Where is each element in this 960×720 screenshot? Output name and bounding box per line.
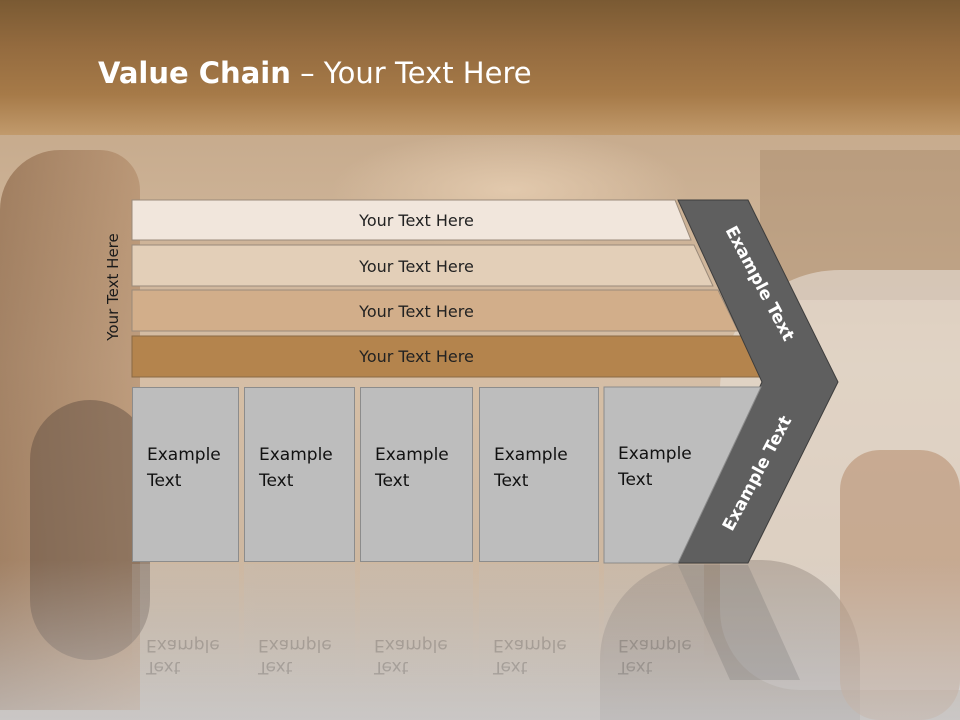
box-3-ref-line2: Text	[374, 657, 409, 677]
box-5-ref-line2: Text	[618, 657, 653, 677]
page-title: Value Chain – Your Text Here	[98, 56, 532, 90]
box-2-line2: Text	[259, 471, 294, 491]
box-2-ref-line1: Example	[258, 635, 332, 655]
box-1-line2: Text	[147, 471, 182, 491]
row-2: Your Text Here	[132, 246, 701, 286]
row-2-label: Your Text Here	[359, 256, 474, 276]
box-2-ref-line2: Text	[258, 657, 293, 677]
row-3: Your Text Here	[132, 291, 701, 331]
box-4-ref-line1: Example	[493, 635, 567, 655]
box-4-line2: Text	[494, 471, 529, 491]
last-box-shape	[603, 386, 762, 564]
box-3-ref-line1: Example	[374, 635, 448, 655]
row-shape-1	[131, 199, 692, 241]
box-1-ref-line2: Text	[146, 657, 181, 677]
box-2-line1: Example	[259, 445, 333, 465]
title-band	[0, 0, 960, 135]
box-5-line1: Example	[618, 444, 692, 464]
box-5-ref-line1: Example	[618, 635, 692, 655]
row-shape-2	[131, 244, 714, 287]
row-4: Your Text Here	[132, 336, 701, 376]
box-5-line2: Text	[618, 470, 653, 490]
box-4-line1: Example	[494, 445, 568, 465]
box-4-ref-line2: Text	[493, 657, 528, 677]
title-bold: Value Chain	[98, 56, 291, 90]
row-1-label: Your Text Here	[359, 210, 474, 230]
row-1: Your Text Here	[132, 200, 701, 240]
chevron-reflection	[678, 565, 800, 680]
title-rest: – Your Text Here	[290, 56, 532, 90]
box-1-ref-line1: Example	[146, 635, 220, 655]
box-3-line1: Example	[375, 445, 449, 465]
row-3-label: Your Text Here	[359, 301, 474, 321]
chevron-shape	[677, 199, 839, 564]
box-3-line2: Text	[375, 471, 410, 491]
box-1-line1: Example	[147, 445, 221, 465]
row-4-label: Your Text Here	[359, 346, 474, 366]
